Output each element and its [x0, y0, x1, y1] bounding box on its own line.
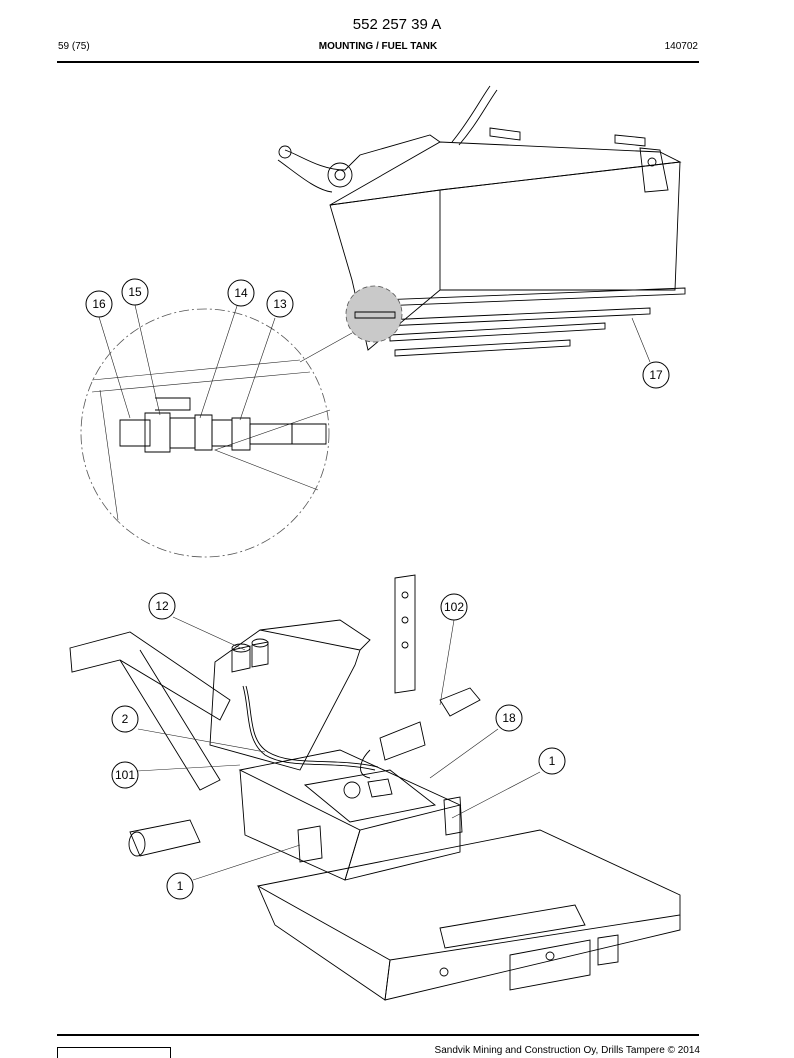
page-number: 59 (75) — [58, 41, 90, 52]
svg-text:2: 2 — [122, 712, 129, 726]
frame-assembly-drawing — [69, 574, 681, 1001]
svg-text:101: 101 — [115, 768, 135, 782]
fuel-tank-drawing — [277, 85, 686, 363]
document-number: 552 257 39 A — [352, 16, 442, 33]
svg-text:1: 1 — [177, 879, 184, 893]
callout-2: 2 — [111, 705, 139, 733]
svg-text:1: 1 — [549, 754, 556, 768]
callout-1-right: 1 — [538, 747, 566, 775]
footer-copyright: Sandvik Mining and Construction Oy, Dril… — [434, 1045, 700, 1056]
callout-17: 17 — [642, 361, 670, 389]
page-title: MOUNTING / FUEL TANK — [318, 41, 438, 52]
callout-12: 12 — [148, 592, 176, 620]
svg-text:16: 16 — [92, 297, 106, 311]
svg-text:13: 13 — [273, 297, 287, 311]
svg-text:18: 18 — [502, 711, 516, 725]
svg-text:17: 17 — [649, 368, 663, 382]
callout-1-left: 1 — [166, 872, 194, 900]
footer-divider — [57, 1034, 699, 1036]
callout-18: 18 — [495, 704, 523, 732]
callout-14: 14 — [227, 279, 255, 307]
callout-16: 16 — [85, 290, 113, 318]
callout-101: 101 — [111, 761, 139, 789]
callout-15: 15 — [121, 278, 149, 306]
document-date: 140702 — [664, 41, 698, 52]
svg-text:14: 14 — [234, 286, 248, 300]
leader-lines — [98, 304, 651, 881]
svg-text:102: 102 — [444, 600, 464, 614]
callout-102: 102 — [440, 593, 468, 621]
svg-text:15: 15 — [128, 285, 142, 299]
valve-detail-view — [80, 308, 331, 558]
header-divider — [57, 61, 699, 63]
svg-text:12: 12 — [155, 599, 169, 613]
callout-13: 13 — [266, 290, 294, 318]
